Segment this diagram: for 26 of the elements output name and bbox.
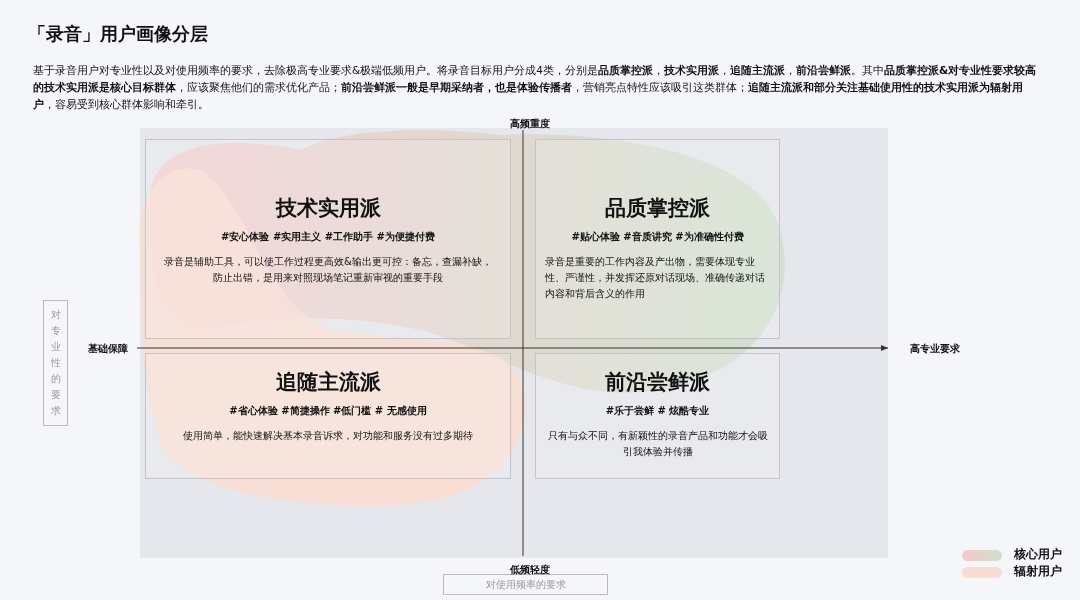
quadrant-card	[145, 139, 511, 339]
quadrant-title: 前沿尝鲜派	[604, 369, 711, 396]
axis-title-box: 对使用频率的要求	[443, 574, 608, 595]
axis-label: 高频重度	[510, 117, 550, 131]
axis-label: 高专业要求	[910, 342, 960, 356]
page-title: 「录音」用户画像分层	[28, 22, 208, 46]
description: 使用简单，能快速解决基本录音诉求，对功能和服务没有过多期待	[182, 429, 474, 443]
tag-line: #贴心体验 #音质讲究 #为准确性付费	[570, 230, 745, 244]
quadrant-card	[535, 353, 780, 479]
quadrant-card	[145, 353, 511, 479]
axis-title-box: 对专业性的要求	[43, 300, 68, 426]
quadrant-title: 品质掌控派	[604, 195, 711, 222]
description: 录音是辅助工具，可以使工作过程更高效&输出更可控：备忘，查漏补缺，防止出错，是用来对照现场笔记重新审视的重要手段	[163, 255, 493, 285]
intro-paragraph: 基于录音用户对专业性以及对使用频率的要求，去除极高专业要求&极端低频用户。将录音目标用户分成4类，分别是品质掌控派，技术实用派，追随主流派，前沿尝鲜派。其中品质掌控派&对专业性要求较高的技术实用派是核心目标群体，应该聚焦他们的需求优化产品；前沿尝鲜派一般是早期采纳者，也是体验传播者，营销亮点特性应该吸引这类群体；追随主流派和部分关注基础使用性的技术实用派为辐射用户，容易受到核心群体影响和牵引。	[33, 63, 1038, 112]
legend-label: 辐射用户	[1014, 563, 1062, 580]
quadrant-title: 追随主流派	[274, 369, 382, 396]
legend-label: 核心用户	[1014, 546, 1062, 563]
quadrant-card	[535, 139, 780, 339]
description: 只有与众不同，有新颖性的录音产品和功能才会吸引我体验并传播	[546, 429, 769, 459]
tag-line: #省心体验 #简捷操作 #低门槛 # 无感使用	[228, 404, 428, 418]
axis-label: 基础保障	[88, 342, 128, 356]
tag-line: #安心体验 #实用主义 #工作助手 #为便捷付费	[220, 230, 436, 244]
quadrant-title: 技术实用派	[274, 195, 382, 222]
description: 录音是重要的工作内容及产出物，需要体现专业性、严谨性，并发挥还原对话现场、准确传递对话内容和背后含义的作用	[545, 255, 766, 301]
axis-label: 低频轻度	[510, 563, 550, 577]
tag-line: #乐于尝鲜 # 炫酷专业	[604, 404, 711, 418]
